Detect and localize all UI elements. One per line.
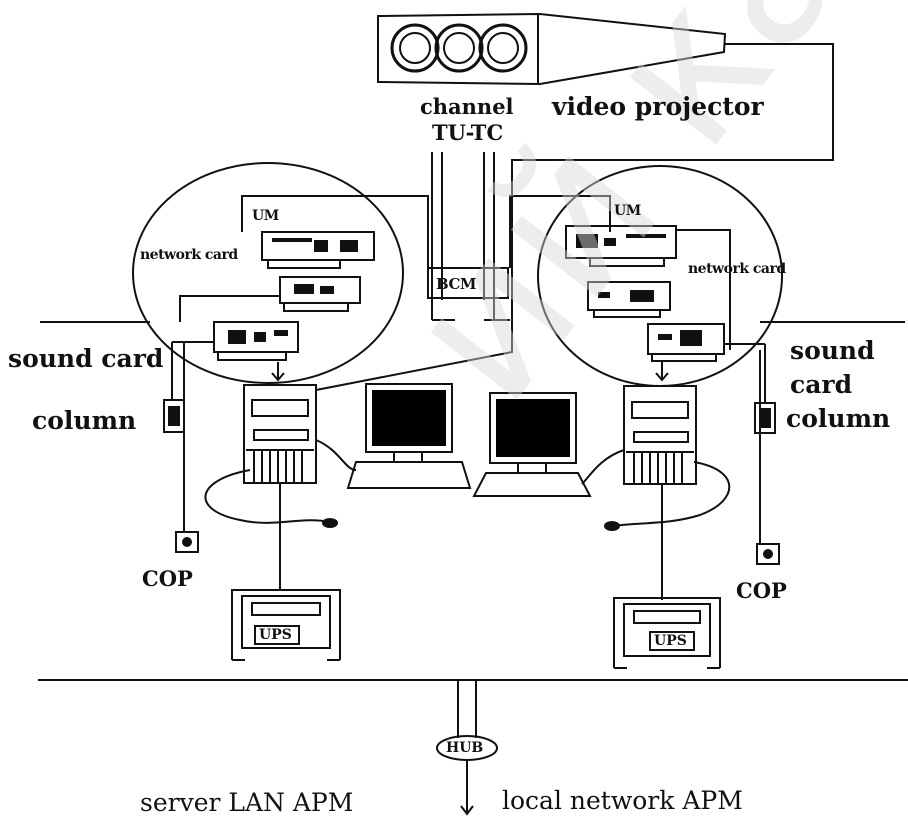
left-boards [179,231,375,361]
ups-right [613,597,721,669]
projector-cable [511,43,834,195]
bcm-label: BCM [436,275,477,293]
sound-card-label-left: sound card [8,344,164,373]
server-lan-label: server LAN APM [140,788,354,817]
bcm-box [427,267,509,299]
left-pc-tower [243,384,317,484]
cop-label-right: COP [736,578,787,603]
network-card-label-left: network card [140,247,238,263]
cop-socket-left [175,531,199,553]
right-pc-tower [623,385,697,485]
um-label-left: UM [252,208,279,224]
monitor-right [472,392,592,497]
column-label-right: column [786,404,891,433]
column-label-left: column [32,406,137,435]
right-boards [565,225,731,362]
ups-left [231,589,341,661]
down-arrows [271,362,669,382]
channel-label-line1: channel [420,94,514,119]
ups-label-right: UPS [654,633,687,649]
network-card-label-right: network card [688,261,786,277]
channel-label-line2: TU-TC [432,120,504,145]
local-network-label: local network APM [502,786,743,815]
ups-label-left: UPS [259,627,292,643]
hub-label: HUB [446,740,484,756]
monitor-left [346,383,472,489]
speaker-column-right [724,343,776,434]
um-label-right: UM [614,203,641,219]
sound-card-label-right-line1: sound [790,336,875,365]
left-card-circle [132,162,404,384]
cop-label-left: COP [142,566,193,591]
channel-pipes [431,152,510,321]
video-projector [377,12,727,86]
cop-socket-right [756,543,780,565]
video-projector-label: video projector [552,92,764,121]
sound-card-label-right-line2: card [790,370,853,399]
